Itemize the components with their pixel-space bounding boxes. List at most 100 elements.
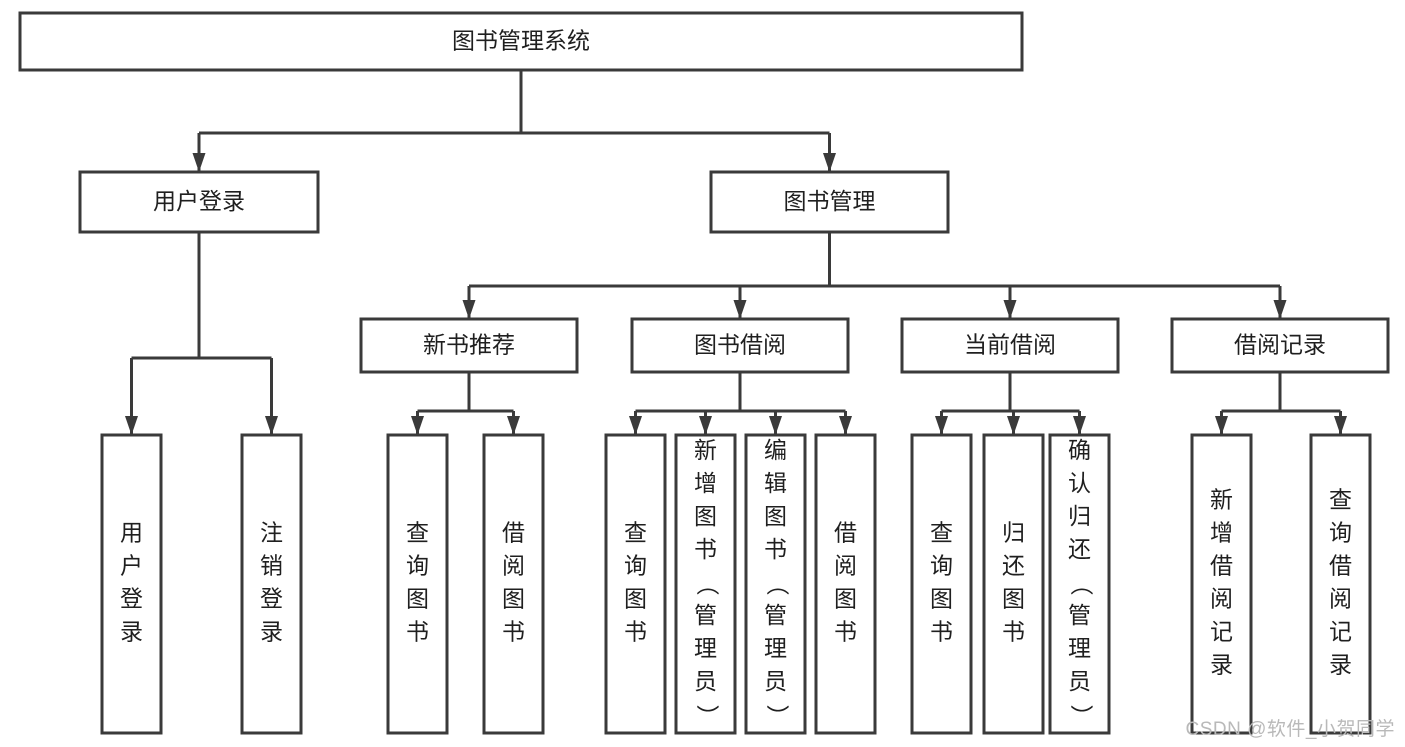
node-label-char: 录	[260, 619, 283, 645]
edge-group-current	[935, 372, 1086, 435]
node-box	[910, 433, 973, 735]
edge-group-root	[192, 70, 836, 172]
arrow-head	[1334, 416, 1347, 435]
node-label-char: 管	[1068, 602, 1091, 628]
node-label-char: 查	[1329, 487, 1352, 513]
node-box	[240, 433, 303, 735]
node-label-char: 图	[834, 586, 857, 612]
node-label-char: 新	[1210, 487, 1233, 513]
node-label-char: 询	[930, 553, 953, 579]
node-label: 图书借阅	[694, 332, 786, 358]
node-label-char: 归	[1002, 520, 1025, 546]
node-label-char: 增	[694, 470, 717, 496]
node-label-char: 图	[406, 586, 429, 612]
node-label-char: 员	[764, 668, 787, 694]
node-label-char: （	[694, 573, 720, 596]
node-label-char: 询	[624, 553, 647, 579]
node-label-char: ）	[764, 705, 790, 728]
node-label-char: 登	[120, 586, 143, 612]
arrow-head	[125, 416, 138, 435]
arrow-head	[733, 300, 747, 319]
node-label-char: 销	[260, 553, 283, 579]
node-box	[604, 433, 667, 735]
edge-group-borrow	[629, 372, 852, 435]
node-label: 借阅记录	[1234, 332, 1326, 358]
node-box	[1170, 317, 1390, 374]
node-root[interactable]: 图书管理系统	[18, 11, 1024, 72]
node-label-char: 查	[406, 520, 429, 546]
node-label-char: 图	[694, 503, 717, 529]
node-current[interactable]: 当前借阅	[900, 317, 1120, 374]
node-label-char: 确	[1068, 437, 1091, 463]
node-label-char: 借	[502, 520, 525, 546]
node-label-char: 录	[120, 619, 143, 645]
arrow-head	[1003, 300, 1017, 319]
node-label-char: 借	[1210, 553, 1233, 579]
node-label-char: 阅	[834, 553, 857, 579]
node-box	[674, 433, 737, 735]
node-label-char: （	[764, 573, 790, 596]
edge-group-bookmgmt	[462, 232, 1287, 319]
node-label: 新书推荐	[423, 332, 515, 358]
arrow-head	[699, 416, 712, 435]
node-box	[18, 11, 1024, 72]
arrow-head	[411, 416, 424, 435]
node-label-char: 书	[1002, 619, 1025, 645]
node-box	[78, 170, 320, 234]
node-label: 图书管理系统	[452, 28, 590, 54]
arrow-head	[1215, 416, 1228, 435]
node-label-char: 图	[764, 503, 787, 529]
node-box	[982, 433, 1045, 735]
node-label-char: 记	[1210, 619, 1233, 645]
node-bookmgmt[interactable]: 图书管理	[709, 170, 950, 234]
node-newbook[interactable]: 新书推荐	[359, 317, 579, 374]
node-label-char: 询	[1329, 520, 1352, 546]
node-label-char: 编	[764, 437, 787, 463]
node-label-char: 录	[1329, 652, 1352, 678]
arrow-head	[462, 300, 476, 319]
node-box	[744, 433, 807, 735]
node-label-char: 书	[624, 619, 647, 645]
node-box	[814, 433, 877, 735]
node-label-char: 新	[694, 437, 717, 463]
node-records[interactable]: 借阅记录	[1170, 317, 1390, 374]
node-borrow[interactable]: 图书借阅	[630, 317, 850, 374]
node-box	[359, 317, 579, 374]
arrow-head	[1007, 416, 1020, 435]
arrow-head	[769, 416, 782, 435]
node-label-char: 用	[120, 520, 143, 546]
node-box	[709, 170, 950, 234]
node-label-char: 员	[694, 668, 717, 694]
arrow-head	[507, 416, 520, 435]
node-login[interactable]: 用户登录	[78, 170, 320, 234]
node-label-char: 管	[694, 602, 717, 628]
arrow-head	[1273, 300, 1287, 319]
node-leaf1[interactable]: 用户登录	[100, 433, 163, 735]
node-box	[386, 433, 449, 735]
arrow-head	[265, 416, 278, 435]
node-label-char: 图	[624, 586, 647, 612]
arrow-head	[192, 153, 206, 172]
edge-group-newbook	[411, 372, 520, 435]
node-label-char: 还	[1068, 536, 1091, 562]
node-label-char: 阅	[502, 553, 525, 579]
connector-layer	[125, 70, 1347, 435]
node-label-char: 借	[834, 520, 857, 546]
node-label-char: 书	[930, 619, 953, 645]
node-label-char: 还	[1002, 553, 1025, 579]
arrow-head	[839, 416, 852, 435]
arrow-head	[823, 153, 836, 172]
